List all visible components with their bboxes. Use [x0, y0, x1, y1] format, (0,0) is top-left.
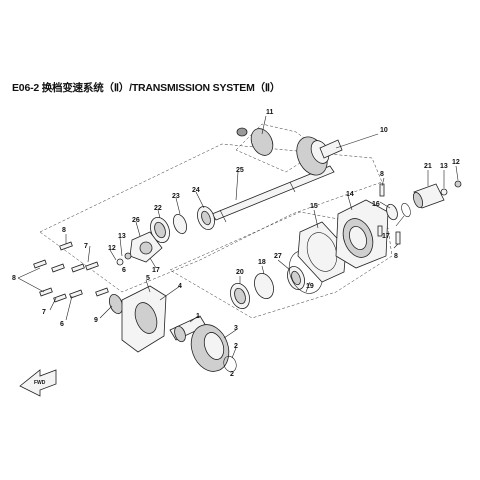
callout-21: 21: [424, 163, 432, 170]
bearing-part-18: [254, 273, 274, 299]
callout-27: 27: [274, 253, 282, 260]
callout-3: 3: [234, 325, 238, 332]
callout-22: 22: [154, 205, 162, 212]
group-boundary-upper: [39, 143, 383, 293]
bearing-part-22: [150, 217, 170, 243]
bolt-part-12-left: [116, 252, 132, 266]
callout-13-right: 13: [440, 163, 448, 170]
housing-part-4: [121, 285, 167, 353]
small-gear-part-11: [236, 127, 274, 156]
callout-11: 11: [266, 109, 274, 116]
leader-lines: [17, 115, 459, 359]
title-bar: E06-2 换档变速系统（Ⅱ）/TRANSMISSION SYSTEM（Ⅱ）: [0, 0, 480, 110]
callout-labels: 11 10 25 24 23 22 26 17 13 12 7 6 8 8 7 …: [12, 109, 460, 378]
callout-24: 24: [192, 187, 200, 194]
callout-20: 20: [236, 269, 244, 276]
bolt-part-12-right: [454, 180, 462, 188]
callout-19: 19: [306, 283, 314, 290]
driven-gear-part-3: [190, 324, 230, 372]
callout-17-left: 17: [152, 267, 160, 274]
fwd-arrow: FWD: [19, 369, 57, 397]
callout-15: 15: [310, 203, 318, 210]
callout-25: 25: [236, 167, 244, 174]
bearing-part-24: [197, 205, 215, 231]
callout-2-lower: 2: [230, 371, 234, 378]
bevel-gear-part-10: [296, 136, 343, 176]
callout-17-right: 17: [382, 233, 390, 240]
callout-13-left: 13: [118, 233, 126, 240]
callout-8-right-lower: 8: [394, 253, 398, 260]
callout-2-upper: 2: [234, 343, 238, 350]
page-title: E06-2 换档变速系统（Ⅱ）/TRANSMISSION SYSTEM（Ⅱ）: [12, 82, 281, 94]
callout-8-upper: 8: [62, 227, 66, 234]
callout-1: 1: [196, 313, 200, 320]
callout-7-upper: 7: [84, 243, 88, 250]
snap-ring-part-2: [223, 355, 237, 373]
bearing-part-16: [386, 203, 398, 221]
ring-part-17-right: [401, 202, 411, 218]
callout-12-left: 12: [108, 245, 116, 252]
callout-8-left: 8: [12, 275, 16, 282]
group-boundary-lower: [169, 211, 393, 319]
callout-26: 26: [132, 217, 140, 224]
callout-23: 23: [172, 193, 180, 200]
bearing-part-20: [230, 283, 250, 309]
flange-part-26: [129, 231, 163, 263]
callout-5: 5: [146, 275, 150, 282]
callout-4: 4: [178, 283, 182, 290]
callout-16: 16: [372, 201, 380, 208]
callout-8-right-upper: 8: [380, 171, 384, 178]
callout-14: 14: [346, 191, 354, 198]
sleeve-part-21: [412, 183, 445, 209]
output-shaft-part-1: [169, 315, 207, 343]
washer-part-13-right: [440, 188, 448, 196]
bolts-left-group: [33, 241, 109, 303]
callout-10: 10: [380, 127, 388, 134]
callout-18: 18: [258, 259, 266, 266]
bearing-part-27: [287, 265, 305, 291]
fwd-label: FWD: [34, 380, 46, 386]
callout-7-lower: 7: [42, 309, 46, 316]
gasket-part-15: [297, 221, 347, 283]
housing-part-14: [335, 199, 389, 269]
callout-6-upper: 6: [122, 267, 126, 274]
callout-9: 9: [94, 317, 98, 324]
callout-12-right: 12: [452, 159, 460, 166]
callout-6-lower: 6: [60, 321, 64, 328]
ring-part-23: [173, 213, 187, 235]
